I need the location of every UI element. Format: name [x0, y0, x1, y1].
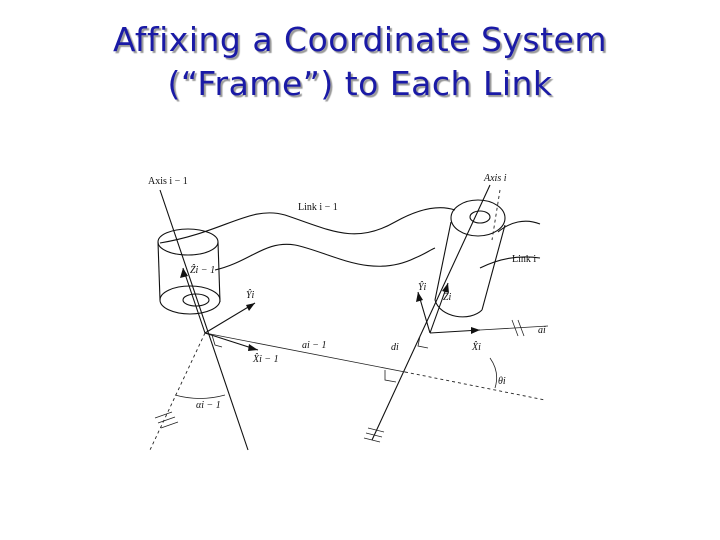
right-angle-mark-bottom — [384, 370, 397, 383]
common-normal — [204, 332, 406, 373]
right-angle-mark-right — [417, 335, 429, 349]
theta-arc — [489, 357, 498, 389]
slide-title: Affixing a Coordinate System (“Frame”) t… — [0, 18, 720, 106]
axis-i-minus-1-line — [159, 189, 249, 451]
link-lower-edge — [214, 243, 436, 271]
link-i-lower-edge — [479, 256, 541, 269]
link-upper-edge — [159, 207, 456, 244]
axis-i-line — [371, 184, 491, 441]
label-z-i: Ẑi — [443, 291, 452, 303]
label-y-i-minus-1: Ŷi — [246, 289, 255, 301]
y-i-minus-1-arrowhead — [246, 303, 255, 311]
joint-cylinder-right — [434, 199, 506, 318]
z-i-arrowhead — [442, 283, 449, 293]
label-a-i: ai — [538, 325, 546, 336]
title-line-2: (“Frame”) to Each Link — [167, 64, 553, 103]
label-axis-i: Axis i — [483, 173, 507, 184]
label-x-i: X̂i — [471, 340, 481, 353]
label-theta-i: θi — [498, 376, 506, 387]
y-i-minus-1-vector — [204, 302, 256, 334]
alpha-arc — [174, 394, 226, 399]
label-link-i-minus-1: Link i − 1 — [298, 202, 338, 213]
x-i-arrowhead — [471, 327, 480, 334]
right-angle-mark-left — [211, 334, 223, 348]
x-i-minus-1-extension — [404, 371, 546, 401]
label-axis-i-minus-1: Axis i − 1 — [148, 176, 188, 187]
label-z-i-minus-1: Ẑi − 1 — [190, 264, 215, 276]
label-d-i: di — [391, 342, 399, 353]
axis-i-upper — [491, 189, 501, 241]
label-alpha-i-minus-1: αi − 1 — [196, 400, 221, 411]
label-x-i-minus-1: X̂i − 1 — [252, 352, 279, 365]
label-y-i: Ŷi — [418, 281, 427, 293]
cut-mark-right — [511, 319, 525, 337]
x-i-axis-line — [479, 325, 549, 331]
y-i-arrowhead — [416, 292, 423, 302]
z-i-minus-1-arrowhead — [180, 268, 188, 278]
label-a-i-minus-1: ai − 1 — [302, 340, 327, 351]
cut-mark-left — [154, 411, 179, 429]
title-line-1: Affixing a Coordinate System — [112, 20, 607, 59]
z-i-minus-1-vector — [182, 267, 206, 334]
axis-i-minus-1-lower — [149, 332, 206, 451]
label-link-i: Link i — [512, 254, 536, 265]
cut-mark-bottom — [363, 427, 385, 443]
link-i-edge — [497, 220, 541, 233]
x-i-minus-1-arrowhead — [248, 344, 258, 351]
